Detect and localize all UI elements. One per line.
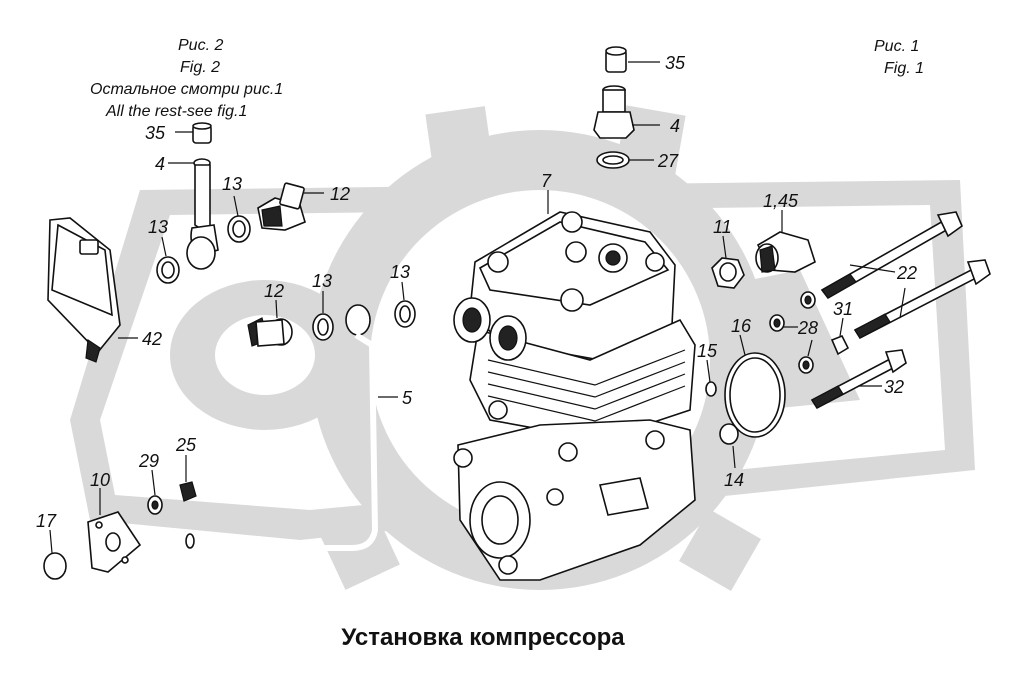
callout-4-fig1: 4 xyxy=(670,116,680,136)
part-5-pipe xyxy=(185,304,379,551)
compressor-crankcase xyxy=(453,400,696,581)
part-35-cap-fig1 xyxy=(605,46,627,73)
rest-note-en: All the rest-see fig.1 xyxy=(105,103,247,120)
callout-31: 31 xyxy=(833,299,853,319)
part-22-bolt-a xyxy=(820,211,963,300)
part-32-bolt xyxy=(810,349,907,410)
callout-32: 32 xyxy=(884,377,904,397)
part-29-washer xyxy=(147,495,163,515)
part-31-nut xyxy=(830,334,850,356)
part-12-banjo-bolt-a xyxy=(257,182,306,231)
part-25-nut xyxy=(179,481,197,502)
part-1-45-elbow-union xyxy=(755,231,816,273)
callout-14: 14 xyxy=(724,470,744,490)
part-27-sealing-ring xyxy=(596,151,630,169)
part-washer-upper xyxy=(800,291,816,309)
part-14-washer xyxy=(719,423,739,445)
callout-15: 15 xyxy=(697,341,718,361)
part-13-washer-b xyxy=(156,256,180,284)
part-13-washer-c xyxy=(312,313,334,341)
callout-1-45: 1,45 xyxy=(763,191,799,211)
part-15-washer xyxy=(705,381,717,397)
part-16-gasket xyxy=(724,352,786,438)
callout-10: 10 xyxy=(90,470,110,490)
callout-22: 22 xyxy=(896,263,917,283)
part-35-cap-fig2 xyxy=(192,122,212,144)
callout-11: 11 xyxy=(713,217,732,237)
part-28-washer xyxy=(769,314,785,332)
callout-17: 17 xyxy=(36,511,57,531)
callout-28: 28 xyxy=(797,318,818,338)
callout-35-fig1: 35 xyxy=(665,53,686,73)
fig1-note-ru: Рис. 1 xyxy=(874,38,919,55)
callout-12-a: 12 xyxy=(330,184,350,204)
part-washer-lower xyxy=(798,356,814,374)
leader-lines xyxy=(49,61,906,554)
fig2-note-en: Fig. 2 xyxy=(180,59,220,76)
callout-13-c: 13 xyxy=(312,271,332,291)
callout-25: 25 xyxy=(175,435,197,455)
callout-29: 29 xyxy=(138,451,159,471)
callout-13-b: 13 xyxy=(148,217,168,237)
callout-16: 16 xyxy=(731,316,752,336)
fig1-note-en: Fig. 1 xyxy=(884,60,924,77)
part-4-fitting-fig1 xyxy=(593,85,635,139)
callout-13-a: 13 xyxy=(222,174,242,194)
part-17-o-ring xyxy=(43,552,67,580)
callout-35-fig2: 35 xyxy=(145,123,166,143)
part-22-bolt-b xyxy=(853,259,991,340)
part-12-banjo-bolt-b xyxy=(247,317,293,347)
callout-7: 7 xyxy=(541,171,552,191)
part-elbow-fitting xyxy=(186,224,219,270)
callout-42: 42 xyxy=(142,329,162,349)
part-13-washer-a xyxy=(227,215,251,243)
callout-27: 27 xyxy=(657,151,679,171)
rest-note-ru: Остальное смотри рис.1 xyxy=(90,81,283,98)
part-11-nut xyxy=(711,257,745,289)
part-4-fitting-fig2 xyxy=(193,158,211,237)
fig2-note-ru: Рис. 2 xyxy=(178,37,223,54)
part-42-filter-housing xyxy=(47,217,121,363)
callout-4-fig2: 4 xyxy=(155,154,165,174)
callout-5: 5 xyxy=(402,388,413,408)
callout-13-d: 13 xyxy=(390,262,410,282)
part-13-washer-d xyxy=(394,300,416,328)
compressor-cylinder xyxy=(453,297,696,441)
diagram-title: Установка компрессора xyxy=(341,624,625,651)
callout-12-b: 12 xyxy=(264,281,284,301)
part-10-flange xyxy=(87,511,142,573)
